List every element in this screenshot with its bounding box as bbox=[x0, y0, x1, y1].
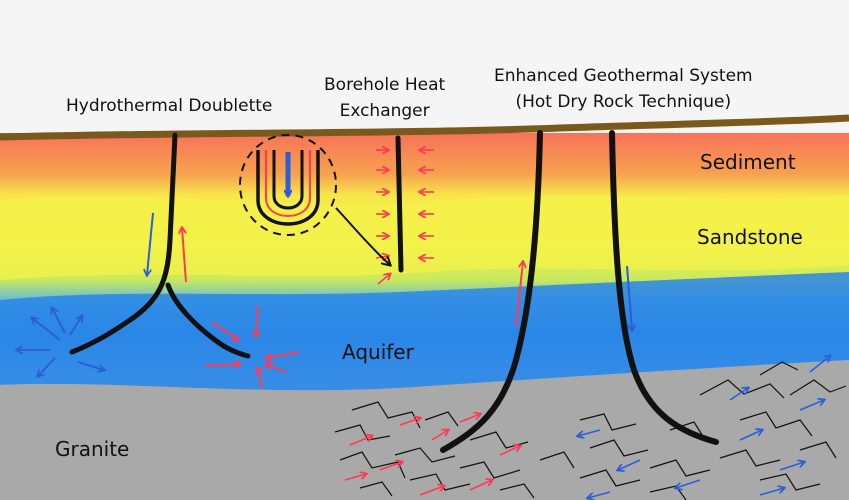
doublette-well bbox=[69, 132, 178, 355]
aquifer-band bbox=[0, 272, 849, 391]
title-borehole-heat-exchanger: Borehole Heat Exchanger bbox=[324, 72, 445, 124]
layer-label-sediment: Sediment bbox=[700, 150, 796, 174]
red-up-arrow bbox=[182, 228, 187, 283]
title-egs-line2: (Hot Dry Rock Technique) bbox=[515, 92, 732, 112]
layer-label-sandstone: Sandstone bbox=[697, 225, 803, 249]
ground-surface bbox=[0, 114, 849, 141]
title-borehole-line2: Exchanger bbox=[339, 101, 430, 121]
title-hydrothermal-doublette: Hydrothermal Doublette bbox=[66, 96, 273, 116]
fracture-network bbox=[334, 361, 847, 500]
fracture-hot-arrows bbox=[344, 414, 520, 496]
title-egs-line1: Enhanced Geothermal System bbox=[494, 66, 753, 86]
layer-label-granite: Granite bbox=[55, 437, 130, 461]
borehole-heat-arrows bbox=[375, 150, 434, 285]
blue-down-arrow bbox=[147, 212, 154, 275]
layer-label-aquifer: Aquifer bbox=[342, 340, 414, 364]
granite-band bbox=[0, 360, 849, 500]
egs-production-well bbox=[440, 130, 543, 453]
doublette-well-branch bbox=[165, 282, 251, 359]
u-tube-detail bbox=[239, 134, 390, 265]
borehole-pipe bbox=[395, 135, 404, 273]
title-enhanced-geothermal-system: Enhanced Geothermal System (Hot Dry Rock… bbox=[494, 63, 753, 115]
title-borehole-line1: Borehole Heat bbox=[324, 75, 446, 95]
egs-injection-well bbox=[609, 130, 719, 445]
egs-hot-up-arrow bbox=[515, 262, 523, 327]
production-arrows bbox=[204, 305, 301, 389]
injection-arrows bbox=[17, 308, 104, 376]
fracture-cold-arrows bbox=[578, 356, 830, 498]
egs-cold-down-arrow bbox=[626, 265, 632, 330]
